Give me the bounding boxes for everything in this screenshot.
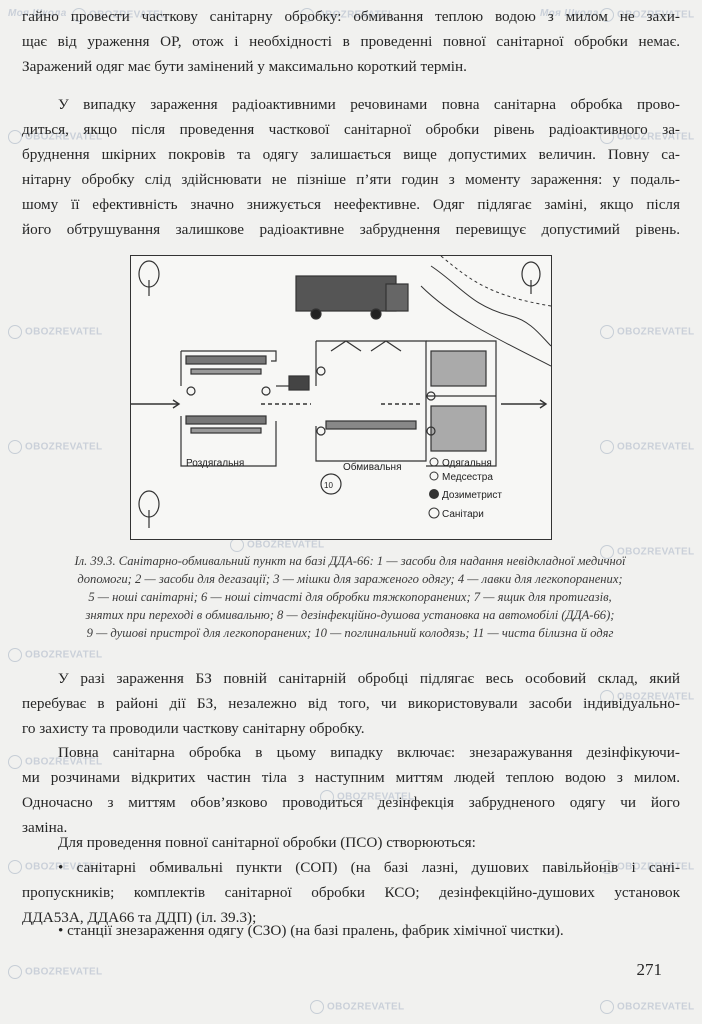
watermark: Моя Школа [540,8,599,19]
text-line: ми розчинами відкритих частин тіла з нас… [22,769,680,786]
page-number: 271 [636,960,663,979]
legend-nurse: Медсестра [442,472,493,483]
text-line: бруднення шкірних покровів та одягу зали… [22,146,680,163]
watermark: OBOZREVATEL [600,860,694,874]
truck-icon [295,275,409,320]
illustration-drawing: Роздягальня Обмивальня 10 Одягальня Медс… [131,255,552,528]
caption-line: знятих при переході в обмивальню; 8 — де… [85,608,615,622]
watermark: OBOZREVATEL [8,648,102,662]
text-line: перебуває в районі дії БЗ, незалежно від… [22,695,680,712]
legend-orderlies: Санітари [442,509,484,520]
undressing-room-label: Роздягальня [186,458,244,469]
watermark: OBOZREVATEL [320,790,414,804]
watermark: OBOZREVATEL [600,130,694,144]
watermark: OBOZREVATEL [600,545,694,559]
watermark: OBOZREVATEL [8,965,102,979]
watermark: OBOZREVATEL [8,325,102,339]
washing-room-label: Обмивальня [343,461,402,473]
tree-icon [521,261,541,294]
caption-line: 5 — ноші санітарні; 6 — ноші сітчасті дл… [88,590,612,604]
text-line: У випадку зараження радіоактивними речов… [58,96,680,113]
text-line: щає від ураження ОР, отож і необхідності… [22,33,680,50]
paragraph-5: Для проведення повної санітарної обробки… [22,830,680,855]
figure-caption: Іл. 39.3. Санітарно-обмивальний пункт на… [20,552,680,642]
legend-dosimetrist: Дозиметрист [442,490,502,501]
text-line: У разі зараження БЗ повній санітарній об… [58,670,680,687]
watermark: OBOZREVATEL [8,130,102,144]
caption-line: 9 — душові пристрої для легкопоранених; … [86,626,614,640]
watermark: OBOZREVATEL [600,325,694,339]
text-line: нітарну обробку слід здійснювати не пізн… [22,171,680,188]
text-line: Повна санітарна обробка в цьому випадку … [58,744,680,761]
text-line: го захисту та проводили часткову санітар… [22,720,365,737]
text-line: Заражений одяг має бути замінений у макс… [22,58,467,75]
watermark: OBOZREVATEL [600,440,694,454]
paragraph-2: У випадку зараження радіоактивними речов… [22,92,680,242]
bullet-item-2: • станції знезараження одягу (СЗО) (на б… [22,918,680,943]
watermark: OBOZREVATEL [8,860,102,874]
text-line: шому її ефективність значно знижується н… [22,196,680,213]
watermark: OBOZREVATEL [8,755,102,769]
tree-icon [138,490,160,528]
watermark: OBOZREVATEL [310,1000,404,1014]
watermark: OBOZREVATEL [600,8,694,22]
caption-line: допомоги; 2 — засоби для дегазації; 3 — … [77,572,623,586]
bullet-item-1: • санітарні обмивальні пункти (СОП) (на … [22,855,680,930]
paragraph-1: гайно провести часткову санітарну обробк… [22,4,680,79]
watermark: OBOZREVATEL [72,8,166,22]
sanitary-station-illustration: Роздягальня Обмивальня 10 Одягальня Медс… [130,255,552,540]
text-line: заміна. [22,819,68,836]
text-line: Одночасно з миттям обов’язково проводить… [22,794,680,811]
text-line: • санітарні обмивальні пункти (СОП) (на … [58,859,680,876]
text-line: пропускників; комплектів санітарної обро… [22,884,680,901]
tree-icon [138,260,160,296]
watermark: OBOZREVATEL [600,690,694,704]
paragraph-4: Повна санітарна обробка в цьому випадку … [22,740,680,840]
text-line: гайно провести часткову санітарну обробк… [22,8,680,25]
paragraph-3: У разі зараження БЗ повній санітарній об… [22,666,680,741]
watermark: OBOZREVATEL [600,1000,694,1014]
text-line: диться, якщо після проведення часткової … [22,121,680,138]
text-line: його обтрушування залишкове радіоактивне… [22,221,680,238]
watermark: Моя Школа [8,8,67,19]
watermark: OBOZREVATEL [300,8,394,22]
text-line: ДДА53А, ДДА66 та ДДП) (іл. 39.3); [22,909,257,926]
text-line: • станції знезараження одягу (СЗО) (на б… [58,922,564,939]
text-line: Для проведення повної санітарної обробки… [58,834,476,851]
watermark: OBOZREVATEL [8,440,102,454]
well-number-label: 10 [324,481,333,490]
caption-line: Іл. 39.3. Санітарно-обмивальний пункт на… [74,554,626,568]
legend-dressing: Одягальня [442,458,492,469]
